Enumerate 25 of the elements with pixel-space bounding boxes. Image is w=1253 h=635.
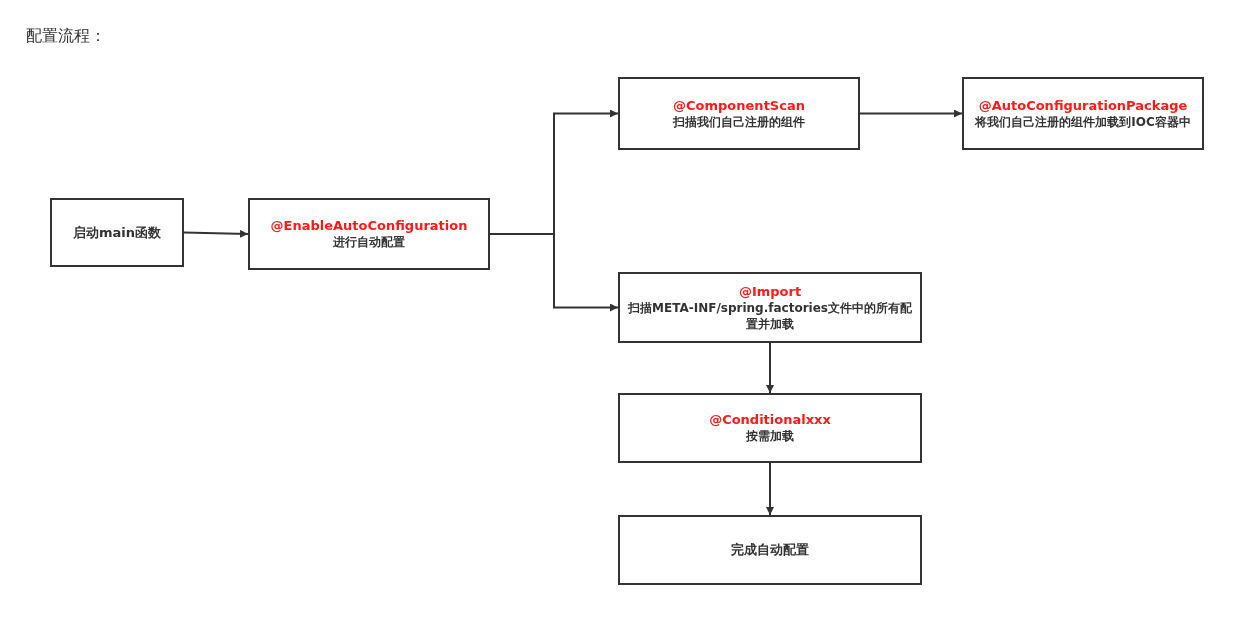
annotation-heading: @Import — [738, 283, 802, 300]
process-box — [618, 515, 922, 585]
box-description: 将我们自己注册的组件加载到IOC容器中 — [975, 113, 1191, 130]
box-description: 进行自动配置 — [333, 234, 405, 250]
box-description: 扫描META-INF/spring.factories文件中的所有配置并加载 — [627, 299, 913, 332]
annotation-heading: @ComponentScan — [673, 97, 805, 114]
process-box — [248, 198, 490, 270]
process-box — [618, 393, 922, 463]
annotation-heading: @EnableAutoConfiguration — [270, 218, 468, 234]
box-text: 启动main函数 — [73, 224, 161, 241]
arrow — [766, 342, 774, 394]
process-box — [618, 272, 922, 343]
process-box — [50, 198, 184, 267]
process-box — [962, 77, 1204, 150]
arrow — [859, 109, 963, 118]
annotation-heading: @Conditionalxxx — [709, 412, 831, 428]
box-description: 扫描我们自己注册的组件 — [673, 113, 805, 130]
annotation-heading: @AutoConfigurationPackage — [978, 97, 1188, 114]
arrow — [489, 233, 619, 312]
process-box — [618, 77, 860, 150]
arrow — [766, 462, 774, 516]
box-description: 按需加载 — [746, 428, 794, 444]
arrow — [183, 229, 249, 238]
title: 配置流程： — [26, 26, 106, 47]
box-text: 完成自动配置 — [731, 542, 809, 558]
